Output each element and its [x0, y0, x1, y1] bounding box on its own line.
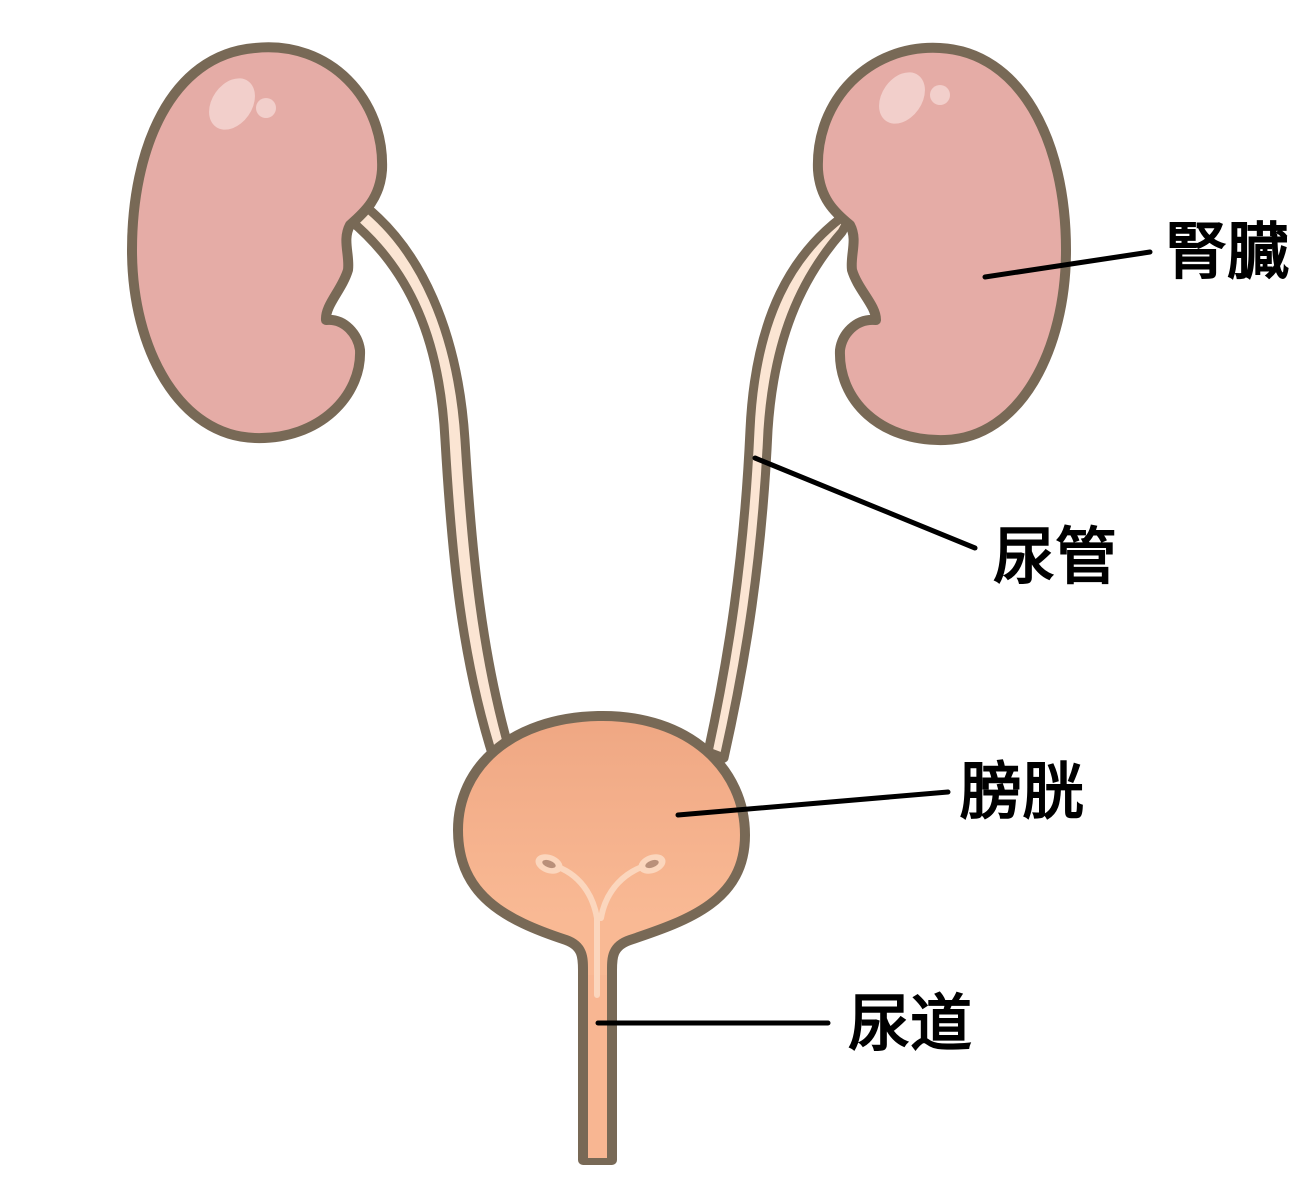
right-ureter [703, 203, 860, 763]
kidney-leader-line [982, 249, 1153, 280]
kidney-label: 腎臓 [1165, 215, 1289, 288]
ureter-label: 尿管 [993, 520, 1117, 593]
bladder-label: 膀胱 [960, 755, 1084, 828]
left-kidney-highlight [209, 78, 255, 130]
right-ureteral-opening-hole [645, 859, 659, 869]
left-kidney-highlight-dot [256, 98, 276, 118]
left-ureteral-opening-hole [542, 859, 556, 869]
ureter-leader-line [752, 455, 978, 551]
left-ureter [345, 201, 515, 765]
bladder-leader-line [675, 789, 951, 818]
right-kidney [812, 42, 1071, 446]
right-kidney-highlight [879, 72, 925, 124]
right-kidney-highlight-dot [930, 85, 950, 105]
urethra-label: 尿道 [848, 987, 972, 1060]
left-kidney [127, 42, 388, 444]
urethra [588, 975, 607, 1158]
